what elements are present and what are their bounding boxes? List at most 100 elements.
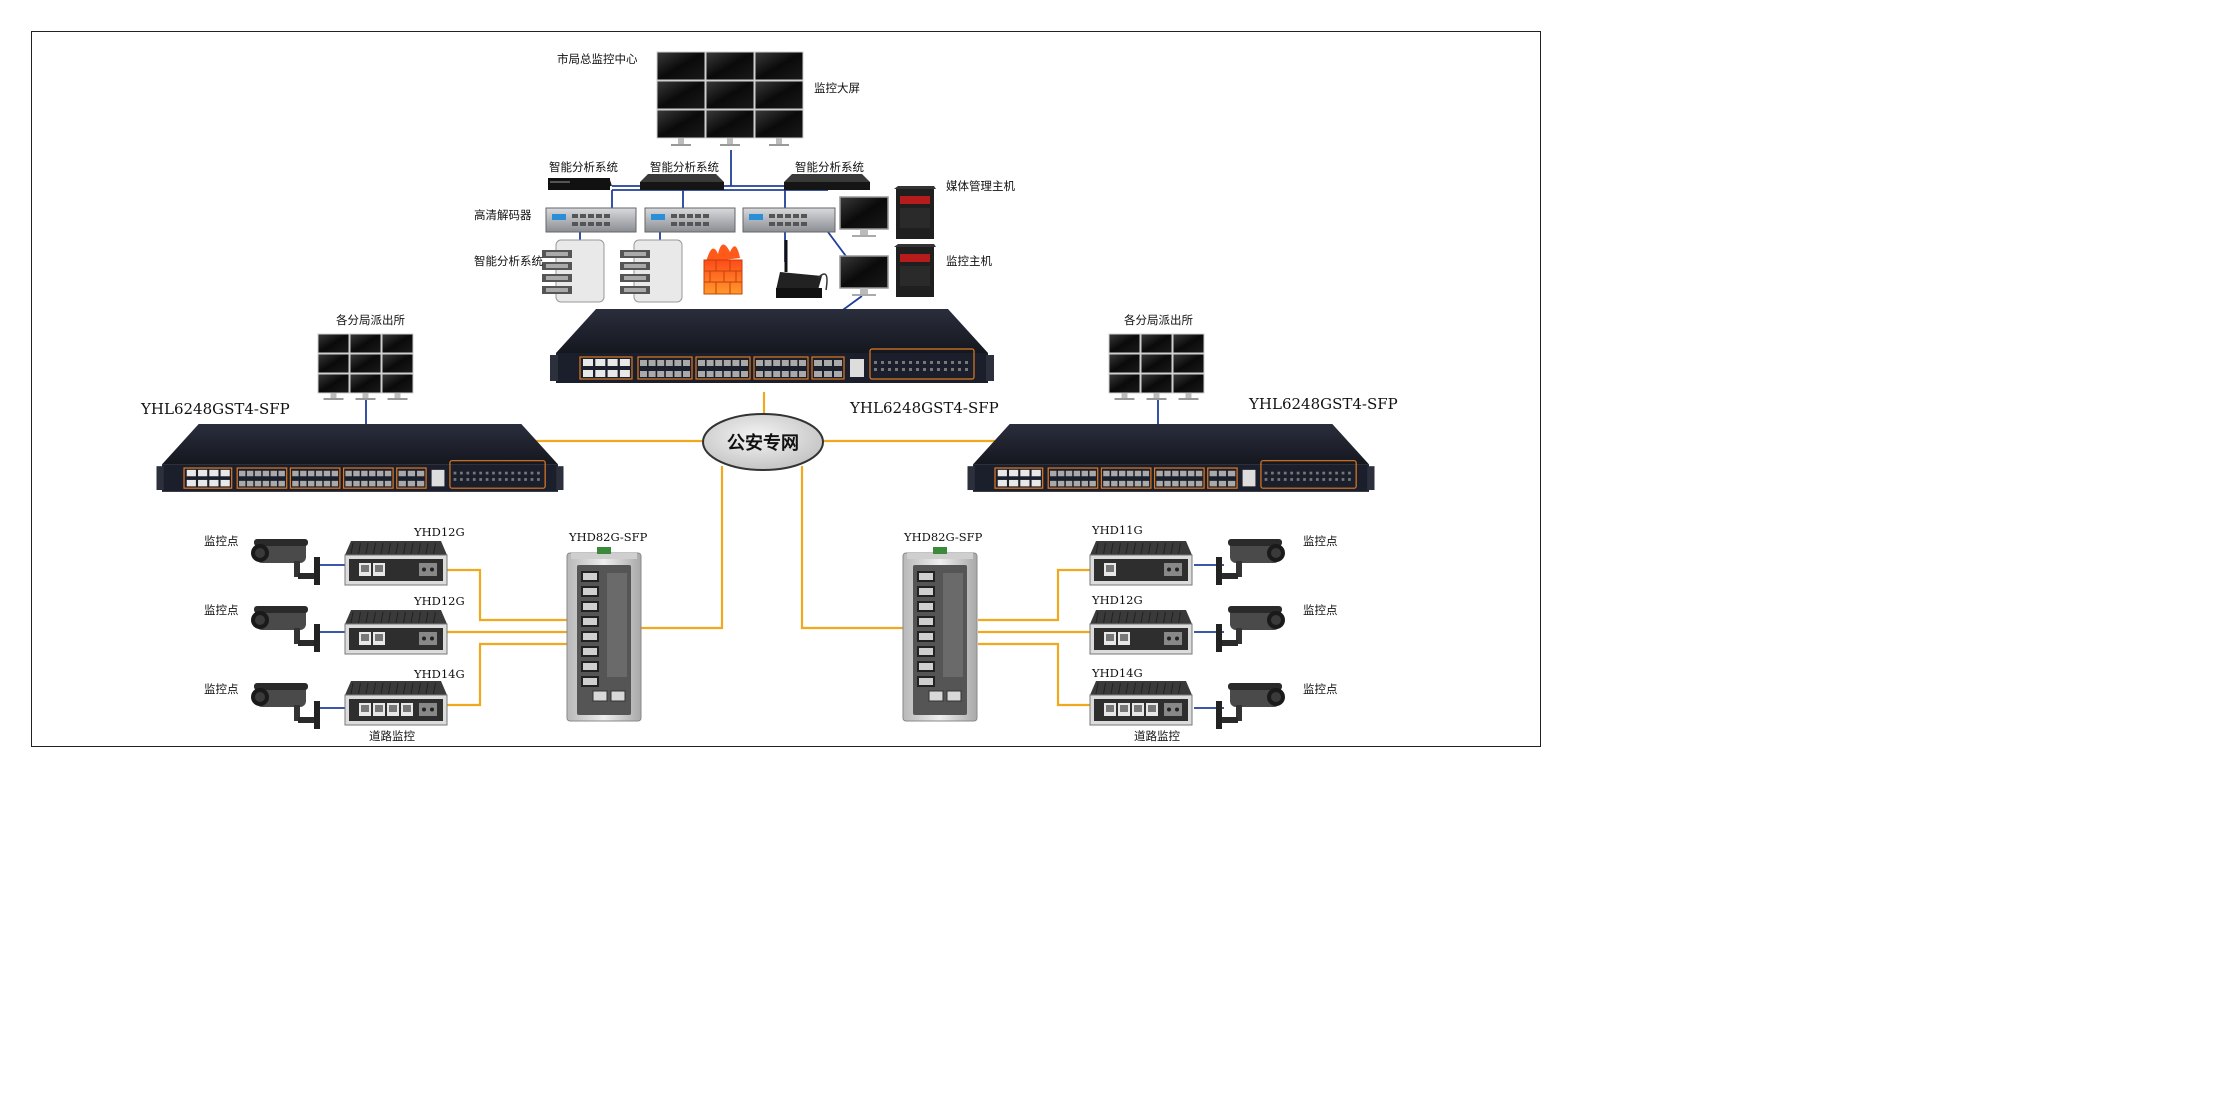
rail-port-inner — [919, 573, 933, 580]
status-led — [1296, 471, 1300, 475]
heat-fin — [395, 611, 399, 624]
fiber-hole — [1175, 567, 1179, 572]
status-led — [460, 471, 463, 475]
fiber-hole — [1175, 636, 1179, 641]
uplink-block — [1207, 467, 1238, 489]
branch-wall-screen — [1108, 373, 1141, 394]
camera-mount — [298, 573, 318, 579]
camera-body-group — [251, 606, 320, 652]
camera-housing — [256, 608, 306, 630]
sfp-port — [1065, 470, 1073, 477]
heat-fin — [358, 682, 361, 695]
road-left-label: 道路监控 — [369, 729, 415, 743]
power-terminal — [597, 547, 611, 554]
rj45-port — [220, 479, 230, 487]
status-led — [923, 361, 926, 364]
sfp-port — [1164, 470, 1171, 477]
rail-port-inner — [583, 633, 597, 640]
heat-fin — [1103, 682, 1106, 695]
rj45-port — [198, 469, 208, 477]
converter-rj45-inner — [403, 705, 411, 712]
status-led — [937, 361, 940, 364]
fiber-hole — [430, 636, 434, 641]
sfp-block — [1153, 467, 1205, 489]
rj45-port — [619, 370, 630, 377]
sfp-block — [637, 356, 693, 380]
sfp-port — [307, 480, 315, 487]
branch-wall-stand — [1185, 393, 1192, 398]
sfp-port — [246, 470, 254, 477]
rail-left-model: YHD82G-SFP — [568, 530, 648, 544]
sfp-port — [648, 360, 656, 366]
sfp-port — [706, 360, 714, 366]
status-led — [1271, 471, 1274, 475]
uplink-port — [1209, 480, 1217, 487]
right-branch-video-wall — [1108, 333, 1205, 400]
status-led — [916, 368, 919, 371]
switch-top — [556, 309, 988, 353]
rj45-port — [209, 469, 219, 477]
camera-body-group — [251, 539, 320, 585]
sfp-port — [353, 470, 360, 477]
sfp-port — [741, 371, 748, 377]
uplink-port — [834, 360, 842, 366]
sfp-port — [1081, 480, 1088, 487]
status-led — [916, 361, 919, 364]
uplink-port — [416, 480, 425, 487]
rail-label-strip — [943, 573, 963, 677]
sfp-port — [1180, 480, 1187, 487]
converter-top — [1090, 610, 1192, 624]
rj45-port — [1020, 469, 1030, 477]
sfp-port — [1089, 480, 1096, 487]
status-led — [517, 471, 521, 475]
sfp-port — [1172, 470, 1179, 477]
status-led — [492, 471, 495, 475]
uplink-port — [1209, 470, 1217, 477]
sfp-port — [270, 480, 277, 487]
sfp-port — [741, 360, 748, 366]
fiber-hole — [430, 707, 434, 712]
converter-rj45-inner — [1106, 565, 1114, 572]
sfp-port — [376, 480, 384, 487]
status-led — [902, 361, 905, 364]
left-cam-label-1: 监控点 — [204, 534, 239, 548]
camera-mount — [298, 640, 318, 646]
sfp-port — [1111, 470, 1118, 477]
rail-right-model: YHD82G-SFP — [903, 530, 983, 544]
heat-fin — [1163, 542, 1166, 555]
video-wall-stand-base — [720, 144, 740, 146]
sfp-block — [753, 356, 809, 380]
network-topology-diagram: 市局总监控中心 监控大屏 智能分析系统 智能分析系统 智能分析系统 媒体管理主机… — [0, 0, 1568, 776]
hd-decoder-1 — [545, 207, 637, 233]
sfp-port — [262, 470, 270, 477]
sfp-port — [1073, 480, 1081, 487]
left-branch-video-wall — [317, 333, 414, 400]
sfp-port — [1111, 480, 1118, 487]
sfp-port — [270, 470, 277, 477]
sfp-port — [1142, 480, 1150, 487]
sfp-port — [1134, 480, 1142, 487]
rj45-port — [198, 479, 208, 487]
uplink-port — [398, 470, 406, 477]
status-led — [944, 361, 947, 364]
branch-wall-screen — [317, 333, 350, 354]
camera-lens-inner — [1271, 615, 1281, 625]
sfp-block — [289, 467, 341, 489]
left-device-label-1: YHD12G — [413, 525, 465, 539]
sfp-port — [345, 470, 352, 477]
sfp-port — [1118, 470, 1126, 477]
analysis-label-3: 智能分析系统 — [795, 160, 864, 174]
heat-fin — [1170, 542, 1174, 555]
status-led — [1309, 471, 1313, 475]
right-device-label-2: YHD12G — [1091, 593, 1143, 607]
sfp-port — [1050, 470, 1057, 477]
status-led — [909, 368, 912, 371]
sfp-port — [315, 480, 323, 487]
heat-fin — [380, 682, 384, 695]
right-rail-switch — [902, 547, 978, 722]
converter-fiber — [1164, 703, 1182, 716]
converter-top — [345, 681, 447, 695]
model-labels: YHL6248GST4-SFP YHL6248GST4-SFP YHL6248G… — [140, 395, 1398, 681]
heat-fin — [1133, 682, 1136, 695]
converter-rj45-inner — [1120, 705, 1128, 712]
